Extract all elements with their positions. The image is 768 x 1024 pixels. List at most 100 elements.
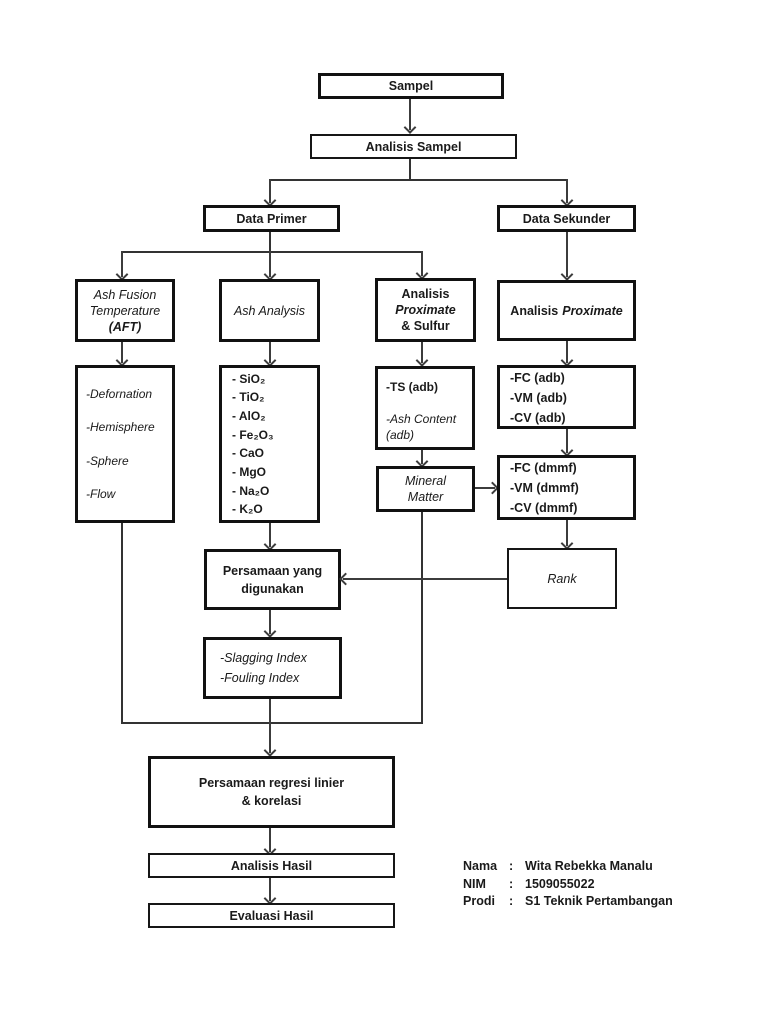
connector-to-prox-sulfur [421, 251, 423, 276]
box-fc-adb: -FC (adb) -VM (adb) -CV (adb) [497, 365, 636, 429]
connector-regresi-to-analisis-hasil [269, 828, 271, 852]
aft-line2: Temperature [89, 303, 161, 318]
connector-to-data-sekunder [566, 179, 568, 203]
box-data-primer: Data Primer [203, 205, 340, 232]
connector-collector [121, 722, 423, 724]
connector-to-ash-analysis [269, 251, 271, 277]
box-analisis-proximate-sulfur: Analisis Proximate & Sulfur [375, 278, 476, 342]
box-rank: Rank [507, 548, 617, 609]
connector-sekunder-to-proximate [566, 232, 568, 277]
prox-sulfur-line2: Proximate [395, 303, 456, 317]
sig-sep: : [509, 876, 514, 891]
persamaan-line1: Persamaan yang [222, 563, 323, 578]
box-fc-dmmf: -FC (dmmf) -VM (dmmf) -CV (dmmf) [497, 455, 636, 520]
regresi-line1: Persamaan regresi linier [198, 776, 345, 790]
box-ts-ashcontent: -TS (adb) -Ash Content (adb) [375, 366, 475, 450]
ash-item: - CaO [232, 446, 265, 461]
box-analisis-proximate: Analisis Proximate [497, 280, 636, 341]
ash-item: - TiO₂ [232, 390, 265, 405]
sig-value: Wita Rebekka Manalu [525, 859, 653, 873]
ts-line: -TS (adb) [386, 380, 438, 394]
rank-label: Rank [547, 571, 577, 586]
sig-label: Prodi [463, 894, 495, 908]
slagging-item: -Fouling Index [220, 671, 300, 685]
box-analisis-hasil: Analisis Hasil [148, 853, 395, 878]
ash-item: - Na₂O [232, 483, 270, 498]
connector-prox-to-ts [421, 342, 423, 363]
slagging-item: -Slagging Index [220, 651, 307, 665]
box-data-sekunder-label: Data Sekunder [522, 211, 611, 226]
box-data-sekunder: Data Sekunder [497, 205, 636, 232]
connector-ts-to-mineral [421, 450, 423, 464]
aft-item: -Defornation [86, 386, 153, 401]
connector-fcadb-to-fcdmmf [566, 429, 568, 453]
fc-adb-item: -CV (adb) [510, 411, 566, 425]
ash-item: - K₂O [232, 502, 263, 517]
author-signature-block: Nama : Wita Rebekka Manalu NIM : 1509055… [463, 858, 673, 911]
box-sampel-label: Sampel [388, 79, 434, 93]
box-analisis-sampel: Analisis Sampel [310, 134, 517, 159]
connector-persamaan-to-slagging [269, 610, 271, 634]
connector-sampel-to-analisis [409, 99, 411, 130]
connector-split-1 [269, 179, 568, 181]
box-persamaan-yang-digunakan: Persamaan yang digunakan [204, 549, 341, 610]
box-sampel: Sampel [318, 73, 504, 99]
ash-analysis-label: Ash Analysis [233, 303, 306, 318]
prox-sulfur-line1: Analisis [401, 287, 450, 301]
ash-item: - Fe₂O₃ [232, 427, 274, 442]
analisis-proximate-word2: Proximate [562, 303, 623, 318]
analisis-proximate-word1: Analisis [510, 303, 559, 318]
regresi-line2: & korelasi [241, 794, 302, 808]
sig-sep: : [509, 894, 514, 908]
sig-label: Nama [463, 859, 498, 873]
connector-fcdmmf-to-rank [566, 520, 568, 546]
box-aft-outputs: -Defornation -Hemisphere -Sphere -Flow [75, 365, 175, 523]
connector-ash-to-list [269, 342, 271, 363]
box-data-primer-label: Data Primer [236, 211, 307, 226]
connector-ashout-to-persamaan [269, 523, 271, 547]
box-ash-fusion-temperature: Ash Fusion Temperature (AFT) [75, 279, 175, 342]
aft-line1: Ash Fusion [93, 287, 157, 302]
aft-item: -Flow [86, 487, 116, 502]
prox-sulfur-line3: & Sulfur [401, 319, 450, 333]
connector-analisis-down [409, 159, 411, 181]
sig-sep: : [509, 859, 514, 873]
connector-split-2 [121, 251, 422, 253]
connector-aft-to-list [121, 342, 123, 363]
sig-value: 1509055022 [525, 876, 595, 891]
connector-proximate-to-fcadb [566, 341, 568, 363]
connector-slagging-to-regresi [269, 699, 271, 753]
mineral-line1: Mineral [405, 474, 446, 488]
ash-item: - MgO [232, 464, 266, 479]
connector-to-aft [121, 251, 123, 277]
connector-mineral-down-long [421, 512, 423, 724]
box-evaluasi-hasil: Evaluasi Hasil [148, 903, 395, 928]
aft-item: -Hemisphere [86, 420, 155, 435]
box-analisis-sampel-label: Analisis Sampel [365, 139, 462, 154]
connector-primer-down [269, 232, 271, 253]
box-regresi-korelasi: Persamaan regresi linier & korelasi [148, 756, 395, 828]
ash-item: - AlO₂ [232, 408, 266, 423]
sig-label: NIM [463, 876, 486, 891]
box-ash-outputs: - SiO₂ - TiO₂ - AlO₂ - Fe₂O₃ - CaO - MgO… [219, 365, 320, 523]
box-slagging-fouling: -Slagging Index -Fouling Index [203, 637, 342, 699]
ash-item: - SiO₂ [232, 371, 266, 386]
connector-to-data-primer [269, 179, 271, 203]
ash-content-line: -Ash Content (adb) [386, 412, 457, 442]
fc-adb-item: -VM (adb) [510, 391, 567, 405]
analisis-hasil-label: Analisis Hasil [230, 858, 313, 873]
box-ash-analysis: Ash Analysis [219, 279, 320, 342]
sig-value: S1 Teknik Pertambangan [525, 894, 673, 908]
mineral-line2: Matter [407, 490, 444, 504]
connector-analisis-to-evaluasi [269, 878, 271, 901]
fc-dmmf-item: -FC (dmmf) [510, 461, 577, 475]
fc-dmmf-item: -VM (dmmf) [510, 481, 579, 495]
aft-item: -Sphere [86, 453, 129, 468]
evaluasi-hasil-label: Evaluasi Hasil [229, 908, 314, 923]
fc-adb-item: -FC (adb) [510, 371, 565, 385]
fc-dmmf-item: -CV (dmmf) [510, 501, 578, 515]
connector-rank-to-persamaan [343, 578, 507, 580]
connector-mineral-to-fcdmmf [475, 487, 495, 489]
aft-line3: (AFT) [108, 319, 142, 334]
